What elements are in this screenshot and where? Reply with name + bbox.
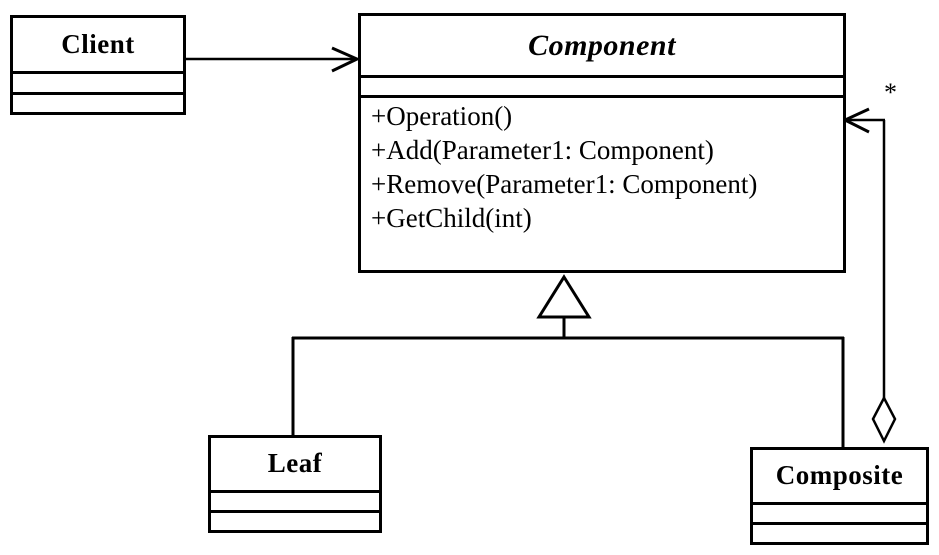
- operation-item: +GetChild(int): [371, 203, 532, 234]
- operation-item: +Operation(): [371, 101, 513, 132]
- multiplicity-label-star: *: [884, 78, 897, 107]
- generalization-to-component[interactable]: [291, 274, 845, 448]
- class-attributes-compartment-client: [13, 71, 183, 92]
- operation-item: +Remove(Parameter1: Component): [371, 169, 758, 200]
- class-name-component: Component: [528, 28, 676, 62]
- association-client-to-component[interactable]: [186, 46, 361, 73]
- class-name-composite: Composite: [775, 460, 904, 491]
- class-attributes-compartment-component: [361, 75, 843, 96]
- class-attributes-compartment-leaf: [211, 489, 379, 510]
- class-name-client: Client: [61, 29, 135, 60]
- class-operations-compartment-composite: [753, 521, 926, 542]
- class-operations-compartment-client: [13, 91, 183, 112]
- class-box-leaf[interactable]: Leaf: [208, 435, 382, 533]
- class-box-component[interactable]: Component +Operation() +Add(Parameter1: …: [358, 13, 846, 273]
- aggregation-composite-to-component[interactable]: [841, 107, 897, 444]
- hollow-diamond-icon: [871, 395, 897, 444]
- class-operations-compartment-leaf: [211, 509, 379, 530]
- class-box-composite[interactable]: Composite: [750, 447, 929, 545]
- open-arrowhead-icon: [331, 46, 361, 73]
- class-operations-compartment-component: +Operation() +Add(Parameter1: Component)…: [361, 95, 843, 270]
- operation-item: +Add(Parameter1: Component): [371, 135, 714, 166]
- class-box-client[interactable]: Client: [10, 15, 186, 115]
- hollow-triangle-icon: [536, 274, 592, 319]
- class-attributes-compartment-composite: [753, 501, 926, 522]
- class-name-leaf: Leaf: [267, 448, 323, 479]
